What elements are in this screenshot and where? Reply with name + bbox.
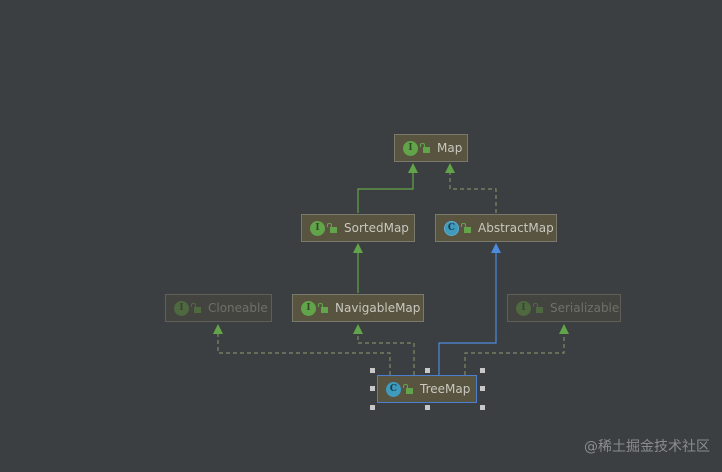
interface-icon: I [403, 140, 418, 156]
interface-icon: I [310, 220, 325, 236]
edge-treemap-serializable [464, 331, 565, 375]
resize-handle-s[interactable] [425, 405, 430, 410]
node-label: Cloneable [208, 301, 268, 315]
edge-abstractmap-map [449, 170, 497, 213]
arrowhead-treemap-navigablemap [353, 324, 363, 334]
arrowhead-treemap-cloneable [213, 324, 223, 334]
watermark: @稀土掘金技术社区 [584, 439, 710, 455]
node-label: AbstractMap [478, 221, 554, 235]
node-treemap[interactable]: C TreeMap [377, 375, 477, 403]
lock-icon [191, 302, 201, 313]
resize-handle-n[interactable] [425, 368, 430, 373]
arrowhead-navigablemap-sortedmap [353, 243, 363, 253]
node-abstractmap[interactable]: C AbstractMap [435, 214, 557, 242]
resize-handle-sw[interactable] [370, 405, 375, 410]
resize-handle-ne[interactable] [480, 368, 485, 373]
class-icon: C [386, 381, 401, 397]
arrowhead-sortedmap-map [408, 163, 418, 173]
resize-handle-w[interactable] [370, 386, 375, 391]
node-label: Serializable [550, 301, 620, 315]
resize-handle-se[interactable] [480, 405, 485, 410]
lock-icon [420, 142, 430, 153]
arrowhead-treemap-abstractmap [491, 243, 501, 253]
edge-treemap-navigablemap [357, 331, 415, 375]
interface-icon: I [174, 300, 189, 316]
node-navigablemap[interactable]: I NavigableMap [292, 294, 424, 322]
lock-icon [327, 222, 337, 233]
resize-handle-nw[interactable] [370, 368, 375, 373]
edge-sortedmap-map [357, 170, 414, 213]
arrowhead-abstractmap-map [445, 163, 455, 173]
node-map[interactable]: I Map [394, 134, 468, 162]
node-sortedmap[interactable]: I SortedMap [301, 214, 415, 242]
node-label: Map [437, 141, 463, 155]
resize-handle-e[interactable] [480, 386, 485, 391]
lock-icon [533, 302, 543, 313]
node-label: TreeMap [420, 382, 471, 396]
node-serializable[interactable]: I Serializable [507, 294, 621, 322]
arrowhead-treemap-serializable [559, 324, 569, 334]
interface-icon: I [301, 300, 316, 316]
lock-icon [318, 302, 328, 313]
abstract-class-icon: C [444, 220, 459, 236]
lock-icon [403, 383, 413, 394]
node-label: SortedMap [344, 221, 409, 235]
edge-treemap-abstractmap [438, 250, 497, 375]
lock-icon [461, 222, 471, 233]
interface-icon: I [516, 300, 531, 316]
edge-treemap-cloneable [217, 331, 391, 375]
node-label: NavigableMap [335, 301, 421, 315]
node-cloneable[interactable]: I Cloneable [165, 294, 272, 322]
